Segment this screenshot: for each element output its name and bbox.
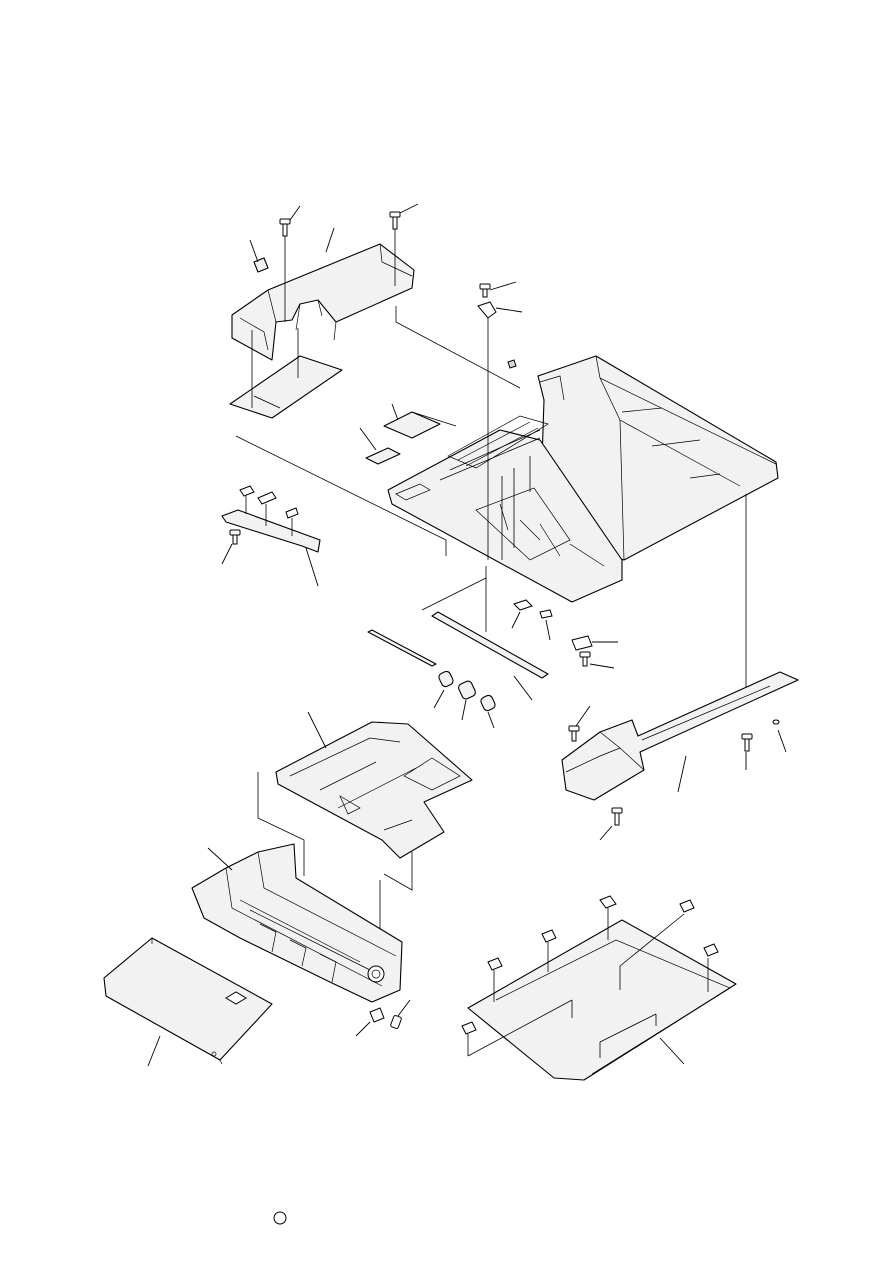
document-feeder-base [387, 359, 623, 603]
front-cover [103, 937, 273, 1067]
hinge-arm [561, 671, 799, 841]
top-cover [231, 243, 415, 361]
bottom-sheet [467, 919, 737, 1081]
label-small [249, 239, 269, 273]
sensor-bracket [221, 485, 321, 587]
circle-mark-icon [273, 1211, 287, 1225]
small-pads-middle [511, 599, 618, 669]
rubber-pads [461, 895, 719, 1058]
guide-plate [431, 611, 549, 701]
document-feeder-tray [537, 355, 779, 561]
guide-shaft [367, 629, 437, 667]
clip-tray-top [477, 301, 523, 560]
paper-guide-tray [257, 711, 473, 932]
screw-tray-top [479, 281, 517, 298]
feed-rollers [433, 670, 496, 729]
screw-top-cover-left [279, 205, 301, 322]
screw-top-cover-right [389, 203, 419, 286]
cover-label-sheet [229, 328, 343, 419]
tray-label-sheet [359, 403, 457, 465]
feed-drive-unit [191, 843, 411, 1037]
